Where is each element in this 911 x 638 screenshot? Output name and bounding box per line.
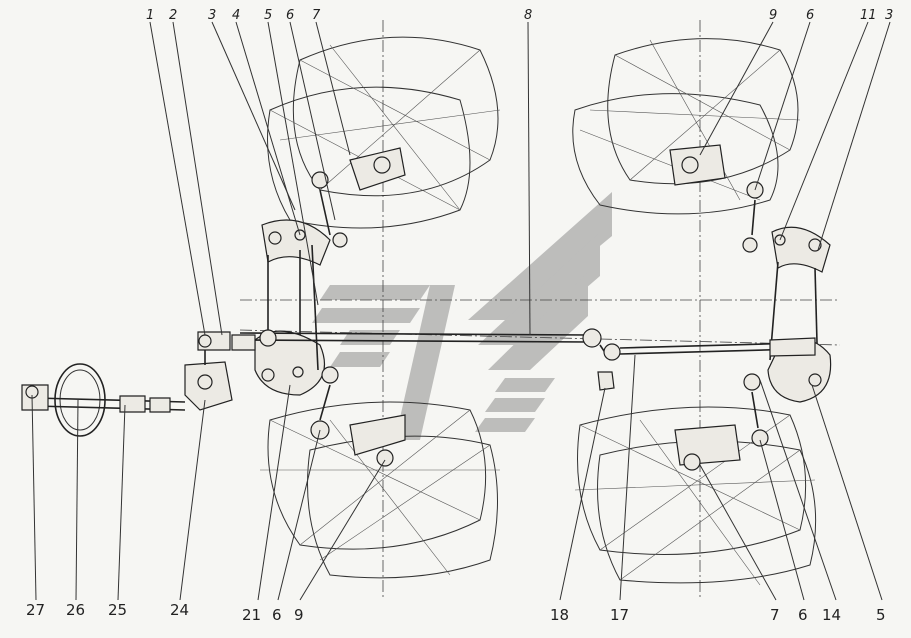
callout-21: 21: [242, 606, 261, 624]
watermark-logo: [312, 192, 612, 440]
leader-lines: [31, 21, 891, 601]
steering-gear: [184, 329, 277, 411]
callout-5-bottom: 5: [876, 606, 886, 624]
callout-17: 17: [610, 606, 629, 624]
callout-2: 2: [169, 8, 177, 23]
centre-lines: [239, 20, 841, 600]
callout-1: 1: [146, 8, 154, 23]
callout-9: 9: [769, 8, 777, 23]
callout-8: 8: [524, 8, 532, 23]
callout-26: 26: [66, 601, 85, 619]
callout-3b: 3: [885, 8, 893, 23]
wheel-rear-right-top: [572, 38, 801, 215]
tie-rods: [239, 328, 816, 391]
callout-4: 4: [232, 8, 240, 23]
callout-6: 6: [286, 8, 294, 23]
top-callouts: 1 2 3 4 5 6 7 8 9 6 11 3: [146, 8, 893, 23]
callout-27: 27: [26, 601, 45, 619]
callout-3: 3: [208, 8, 216, 23]
right-steering-knuckle: [669, 144, 832, 471]
wheel-front-left-top: [267, 36, 501, 229]
callout-24: 24: [170, 601, 189, 619]
callout-6-bottom: 6: [272, 606, 282, 624]
callout-11: 11: [860, 8, 877, 23]
callout-7-bottom: 7: [770, 606, 780, 624]
callout-5: 5: [264, 8, 272, 23]
bottom-callouts: 27 26 25 24 21 6 9 18 17 7 6 14 5: [26, 601, 886, 624]
callout-6c-bottom: 6: [798, 606, 808, 624]
callout-25: 25: [108, 601, 127, 619]
callout-6b: 6: [806, 8, 814, 23]
callout-18: 18: [550, 606, 569, 624]
callout-14: 14: [822, 606, 841, 624]
callout-9-bottom: 9: [294, 606, 304, 624]
left-steering-knuckle: [254, 147, 406, 467]
steering-column: [21, 363, 186, 437]
wheel-front-left-bottom: [260, 401, 500, 579]
callout-7: 7: [312, 8, 321, 23]
